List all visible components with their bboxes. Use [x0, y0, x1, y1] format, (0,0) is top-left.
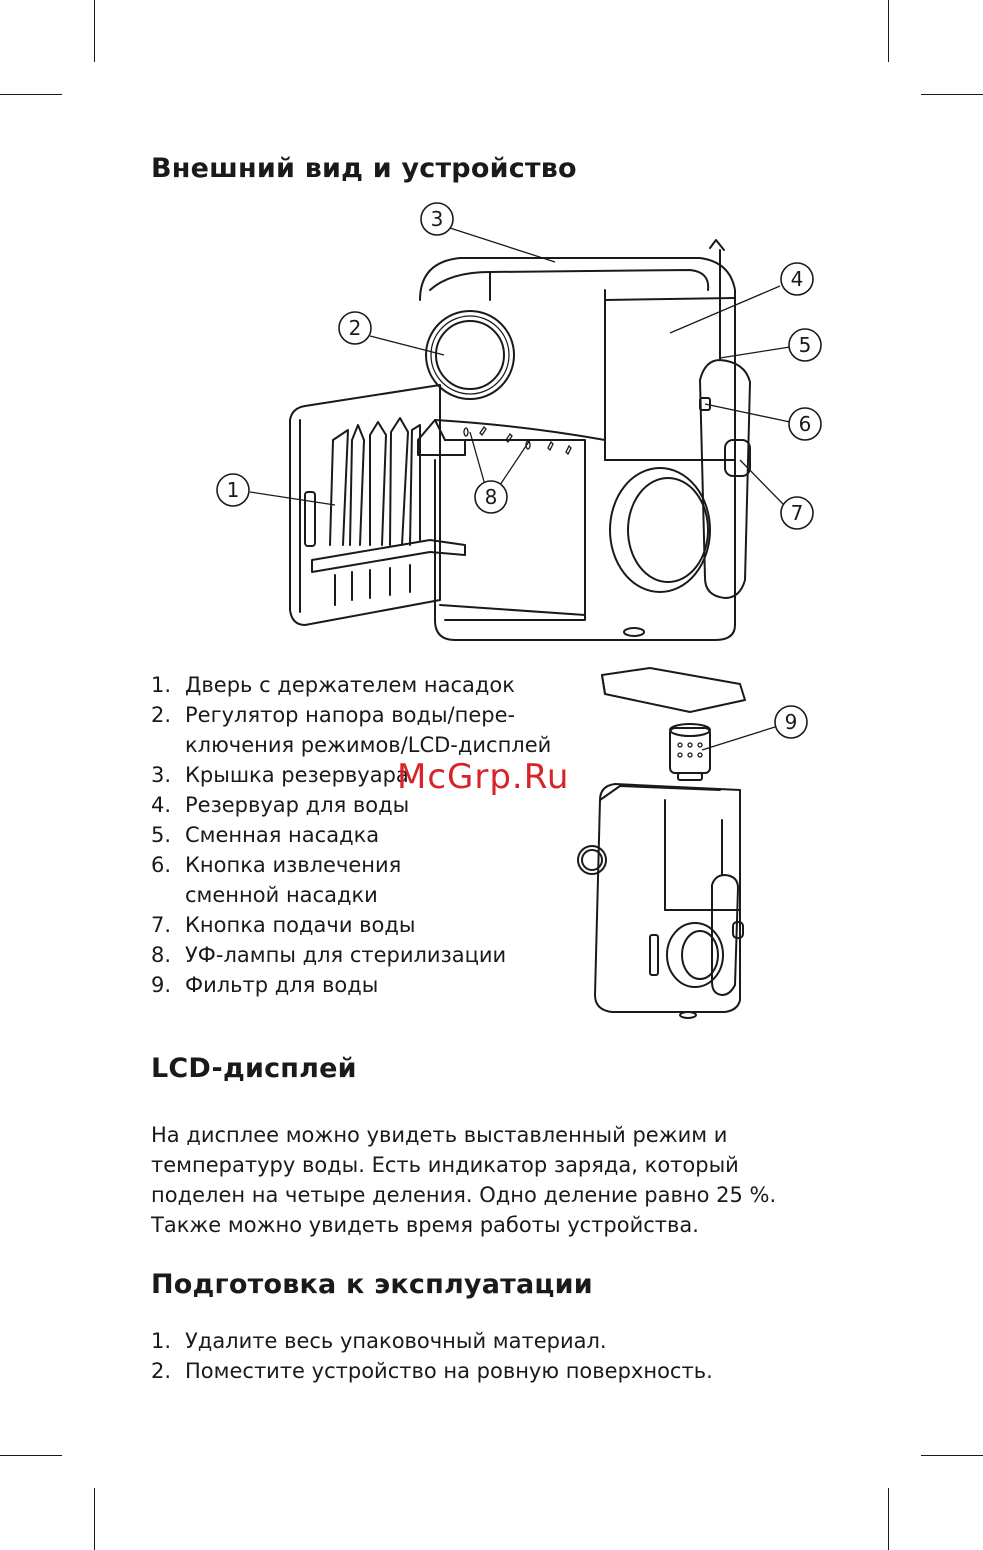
svg-text:6: 6 [799, 412, 812, 436]
crop-mark [0, 94, 62, 95]
callout-1: 1 [216, 473, 250, 507]
svg-text:1: 1 [227, 478, 240, 502]
list-item: 7.Кнопка подачи воды [151, 913, 416, 937]
list-item: ключения режимов/LCD-дисплей [185, 733, 552, 757]
device-illustration: 3 2 4 5 6 7 1 8 [216, 202, 822, 641]
svg-text:3: 3 [431, 207, 444, 231]
callout-7: 7 [780, 496, 814, 530]
svg-text:9: 9 [785, 710, 798, 734]
list-item: 8.УФ-лампы для стерилизации [151, 943, 507, 967]
callout-6: 6 [788, 407, 822, 441]
list-item: 6.Кнопка извлечения [151, 853, 402, 877]
list-item: сменной насадки [185, 883, 378, 907]
list-item: 9.Фильтр для воды [151, 973, 379, 997]
svg-text:5: 5 [799, 333, 812, 357]
crop-mark [921, 1455, 983, 1456]
callout-9: 9 [774, 705, 808, 739]
list-item: 3.Крышка резервуара [151, 763, 409, 787]
svg-text:2: 2 [349, 316, 362, 340]
svg-text:7: 7 [791, 501, 804, 525]
crop-mark [921, 94, 983, 95]
crop-mark [888, 1488, 889, 1550]
crop-mark [94, 1488, 95, 1550]
preparation-list: 1.Удалите весь упаковочный материал. 2.П… [151, 1326, 713, 1386]
callout-8: 8 [474, 480, 508, 514]
section-title-lcd: LCD-дисплей [151, 1053, 357, 1084]
crop-mark [0, 1455, 62, 1456]
list-item: 2.Поместите устройство на ровную поверхн… [151, 1359, 713, 1383]
watermark: McGrp.Ru [397, 757, 570, 797]
section-title-appearance: Внешний вид и устройство [151, 153, 577, 184]
crop-mark [888, 0, 889, 62]
callout-2: 2 [338, 311, 372, 345]
callout-4: 4 [780, 262, 814, 296]
callout-3: 3 [420, 202, 454, 236]
lcd-description: На дисплее можно увидеть выставленный ре… [151, 1123, 777, 1237]
list-item: 5.Сменная насадка [151, 823, 380, 847]
filter-illustration: 9 [577, 667, 808, 1019]
section-title-preparation: Подготовка к эксплуатации [151, 1269, 593, 1300]
list-item: 2.Регулятор напора воды/пере- [151, 703, 516, 727]
callout-5: 5 [788, 328, 822, 362]
parts-list: 1.Дверь с держателем насадок 2.Регулятор… [151, 670, 551, 1000]
list-item: 1.Дверь с держателем насадок [151, 673, 515, 697]
list-item: 4.Резервуар для воды [151, 793, 410, 817]
list-item: 1.Удалите весь упаковочный материал. [151, 1329, 607, 1353]
svg-text:8: 8 [485, 485, 498, 509]
svg-text:4: 4 [791, 267, 804, 291]
crop-mark [94, 0, 95, 62]
